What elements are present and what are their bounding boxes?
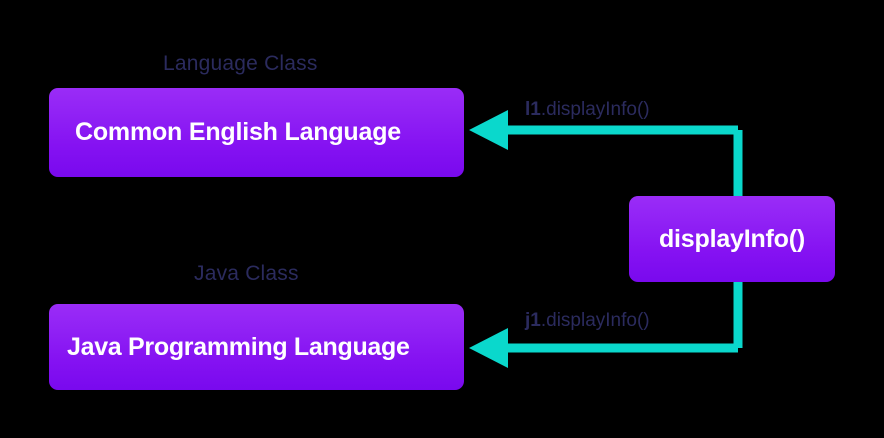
caption-language-class: Language Class bbox=[163, 52, 318, 75]
method-box-display-info[interactable]: displayInfo() bbox=[629, 196, 835, 282]
method-box-label: displayInfo() bbox=[658, 224, 805, 253]
call-label-bottom: j1.displayInfo() bbox=[525, 310, 650, 332]
object-box-label: Java Programming Language bbox=[67, 332, 410, 361]
object-box-java-programming-language[interactable]: Java Programming Language bbox=[49, 304, 464, 390]
call-label-top-method: .displayInfo() bbox=[540, 99, 650, 120]
call-label-bottom-method: .displayInfo() bbox=[540, 310, 650, 331]
call-label-top-object: l1 bbox=[525, 99, 541, 120]
object-box-common-english-language[interactable]: Common English Language bbox=[49, 88, 464, 177]
top-arrowhead-icon bbox=[469, 110, 508, 150]
caption-java-class: Java Class bbox=[194, 262, 299, 285]
bottom-arrowhead-icon bbox=[469, 328, 508, 368]
call-label-top: l1.displayInfo() bbox=[525, 99, 650, 121]
object-box-label: Common English Language bbox=[75, 118, 401, 146]
call-label-bottom-object: j1 bbox=[525, 310, 541, 331]
